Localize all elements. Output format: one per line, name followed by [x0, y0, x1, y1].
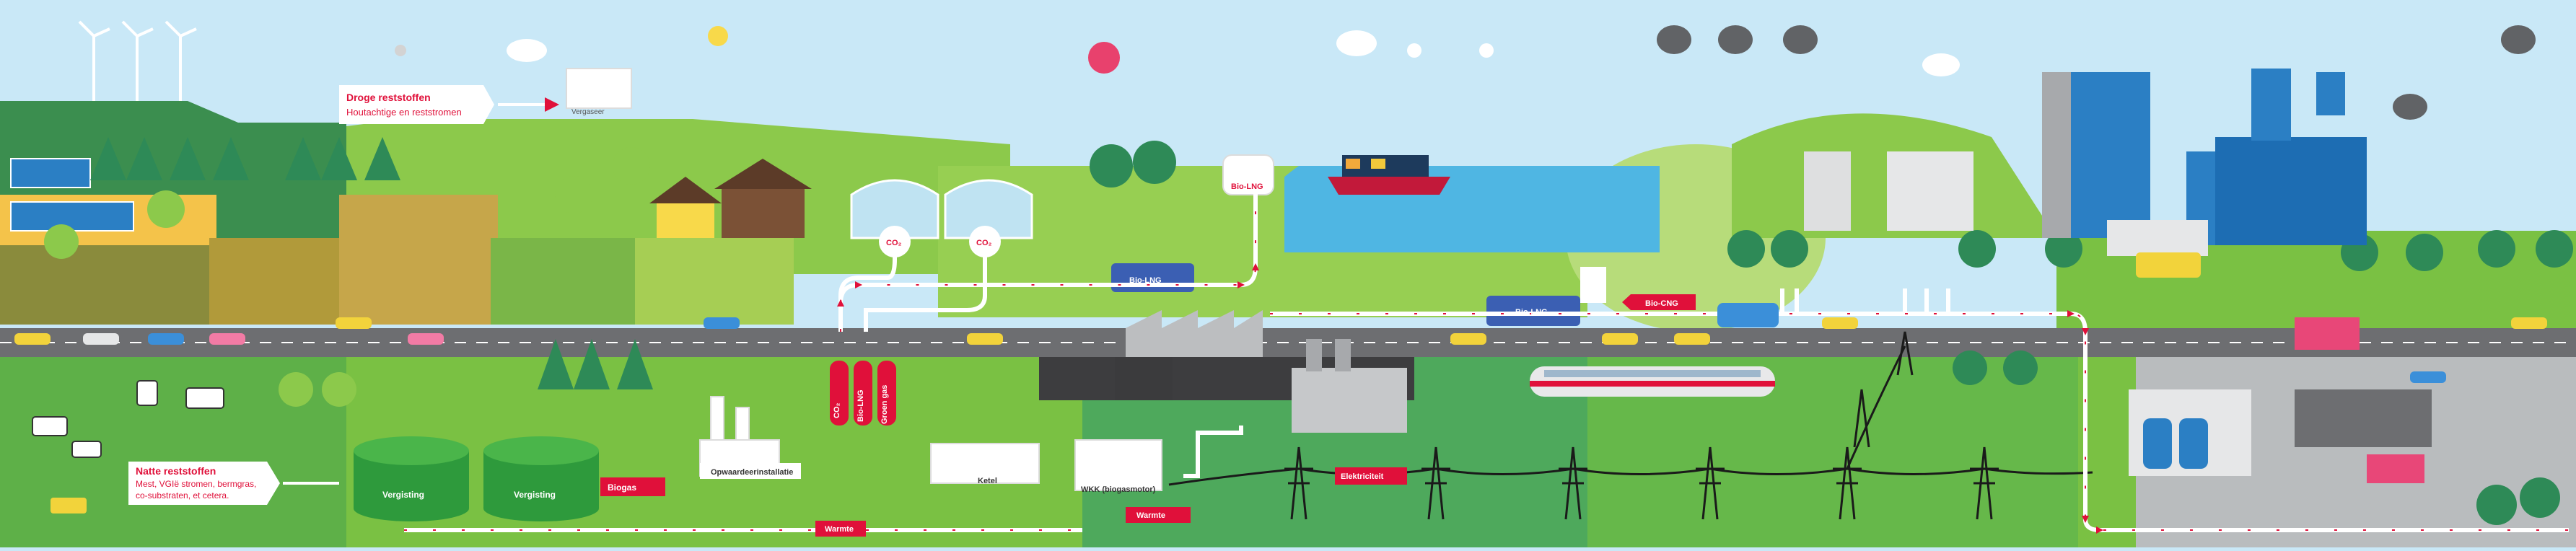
- digesters: [354, 436, 599, 521]
- callout-dry-subtitle: Houtachtige en reststromen: [346, 107, 462, 118]
- co2-label-1: CO₂: [886, 239, 902, 247]
- co2-label-2: CO₂: [976, 239, 992, 247]
- vergasser-label: Vergaseer: [571, 108, 605, 116]
- cars: [14, 303, 2547, 513]
- train: [1530, 366, 1775, 397]
- elektriciteit-label: Elektriciteit: [1341, 472, 1384, 481]
- ketel-label: Ketel: [978, 477, 997, 485]
- opwaardeer-label: Opwaardeerinstallatie: [711, 468, 793, 477]
- callout-wet-residues: Natte reststoffen Mest, VGIë stromen, be…: [128, 462, 339, 505]
- wkk-label: WKK (biogasmotor): [1081, 485, 1156, 494]
- greenhouses: [850, 179, 1033, 239]
- bio-lng-tube-label: Bio-LNG: [857, 389, 865, 422]
- callout-dry-residues: Droge reststoffen Houtachtige en reststr…: [339, 85, 605, 124]
- cows: [32, 380, 224, 458]
- vergisting-label-2: Vergisting: [514, 490, 556, 500]
- callout-wet-title: Natte reststoffen: [136, 465, 216, 477]
- wind-turbines: [78, 20, 197, 101]
- trees: [44, 137, 2573, 525]
- callout-wet-line1: Mest, VGIë stromen, bermgras,: [136, 479, 256, 489]
- warmte-label-2: Warmte: [1136, 511, 1165, 520]
- ship: [1328, 155, 1450, 195]
- farm-buildings: [649, 159, 812, 238]
- warmte-label-1: Warmte: [825, 525, 854, 534]
- weather: [395, 25, 2536, 120]
- power-lines: [1168, 331, 2093, 520]
- industry: [1115, 310, 2432, 476]
- biogas-label: Biogas: [608, 482, 636, 493]
- bio-lng-tank-label: Bio-LNG: [1231, 182, 1263, 191]
- process-labels: Vergisting Vergisting Biogas Opwaardeeri…: [382, 182, 1696, 537]
- sun-icon: [708, 26, 728, 46]
- bio-cng-label: Bio-CNG: [1645, 299, 1678, 308]
- hot-air-balloon-icon: [1088, 42, 1120, 74]
- callout-wet-line2: co-substraten, et cetera.: [136, 490, 229, 501]
- vergisting-label-1: Vergisting: [382, 490, 424, 500]
- bio-lng-truck-label-2: Bio-LNG: [1515, 308, 1548, 317]
- callout-dry-title: Droge reststoffen: [346, 92, 431, 103]
- gas-tubes: CO₂ Bio-LNG Groen gas: [830, 361, 896, 426]
- co2-tube-label: CO₂: [833, 403, 841, 419]
- solar-panels: [10, 158, 134, 232]
- city: [1804, 69, 2367, 256]
- groen-gas-tube-label: Groen gas: [880, 385, 889, 424]
- bio-lng-truck-label-1: Bio-LNG: [1129, 276, 1162, 285]
